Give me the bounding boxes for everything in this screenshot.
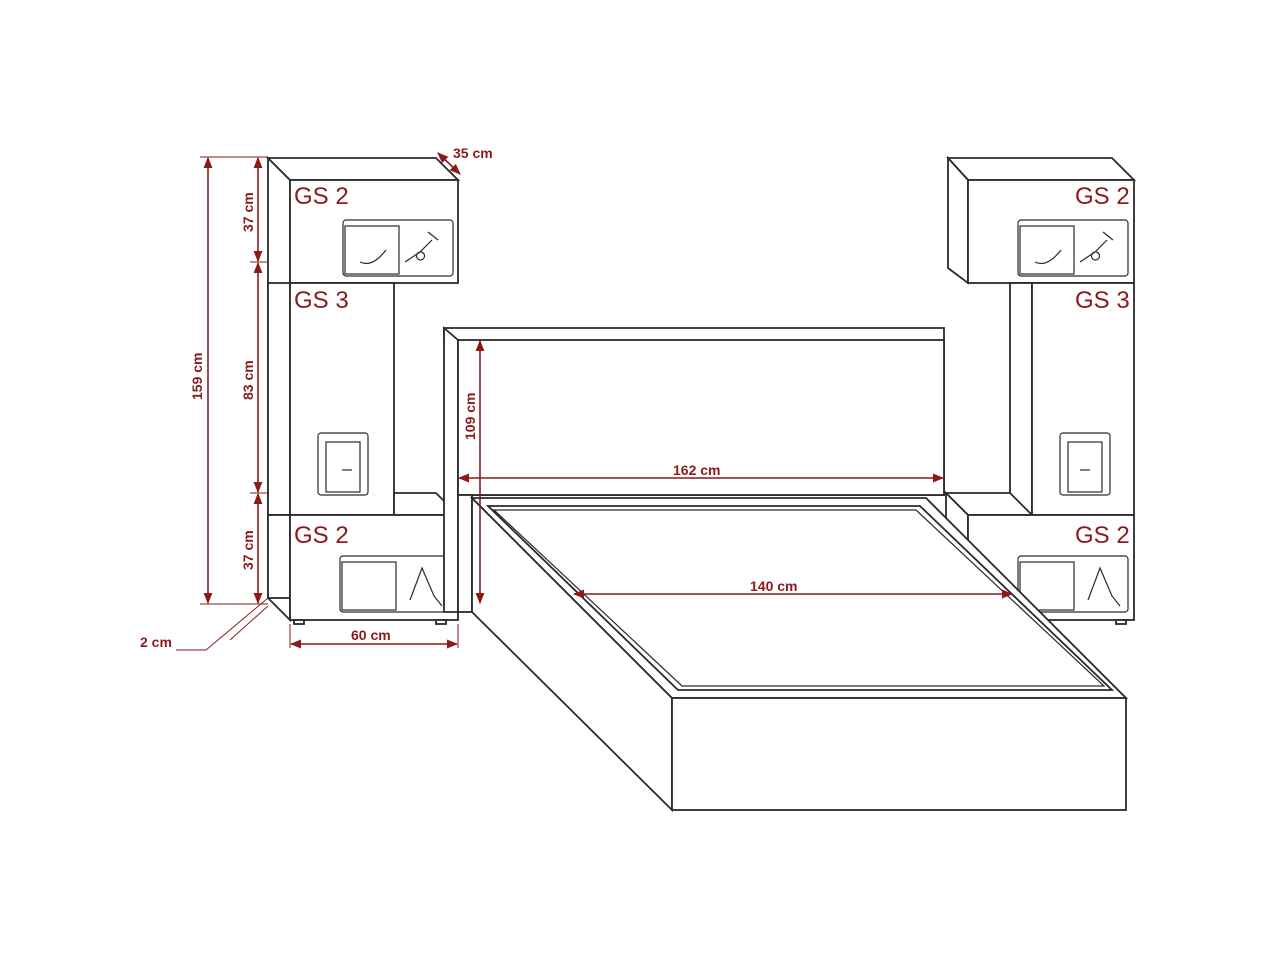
mattress-inner-edge	[492, 509, 1106, 687]
left-mid-cabinet	[289, 282, 395, 516]
bed-frame-front	[671, 697, 1127, 811]
right-top-cabinet-hinge-icon	[1079, 231, 1114, 263]
left-top-cabinet	[289, 179, 459, 284]
right-bottom-cabinet-hinge-icon	[1087, 566, 1121, 607]
bottom-height-dimension-text: 37 cm	[240, 530, 256, 570]
left-bottom-cabinet-side	[267, 514, 291, 599]
right-foot	[1115, 619, 1127, 625]
gap-leader-line	[176, 597, 269, 651]
right-bottom-cabinet-display	[1017, 555, 1129, 613]
width-dimension-text: 60 cm	[351, 627, 391, 643]
left-top-cabinet-drawer-icon	[344, 225, 400, 275]
gap-dimension-text: 2 cm	[140, 634, 172, 650]
left-top-cabinet-lid	[265, 157, 461, 181]
left-bottom-cabinet-hinge-icon	[409, 566, 443, 607]
left-mid-label: GS 3	[294, 287, 349, 314]
left-mid-cabinet-display	[317, 432, 369, 496]
left-mid-cabinet-door-icon	[325, 441, 361, 493]
right-top-cabinet-side	[947, 155, 969, 285]
headboard-height-dimension-text: 109 cm	[462, 393, 478, 440]
right-top-cabinet-drawer-icon	[1019, 225, 1075, 275]
right-top-cabinet-display	[1017, 219, 1129, 277]
headboard	[457, 339, 945, 496]
top-height-dimension-text: 37 cm	[240, 192, 256, 232]
right-top-cabinet-lid	[945, 157, 1137, 181]
right-mid-cabinet-display	[1059, 432, 1111, 496]
right-mid-cabinet	[1031, 282, 1135, 516]
right-mid-cabinet-side	[1009, 282, 1033, 516]
mid-height-dimension-text: 83 cm	[240, 360, 256, 400]
left-cabinet-set: GS 2 GS 3 GS 2	[265, 155, 461, 625]
right-top-cabinet-handle-icon	[1034, 249, 1062, 265]
left-top-cabinet-handle-icon	[359, 249, 387, 265]
right-bottom-cabinet-drawer-icon	[1019, 561, 1075, 611]
gap-leader-line	[229, 605, 269, 641]
mattress-width-dimension-text: 140 cm	[750, 578, 797, 594]
left-foot	[435, 619, 447, 625]
right-top-cabinet	[967, 179, 1135, 284]
depth-dimension-line	[437, 152, 461, 175]
headboard-leg	[457, 494, 473, 613]
left-foot	[293, 619, 305, 625]
dimension-lines: 35 cm 159 cm 37 cm 83 cm 37 cm 2 cm 60 c…	[140, 145, 1014, 651]
left-top-label: GS 2	[294, 183, 349, 210]
left-bottom-cabinet-drawer-icon	[341, 561, 397, 611]
left-bottom-label: GS 2	[294, 522, 349, 549]
total-height-dimension-text: 159 cm	[189, 353, 205, 400]
right-mid-cabinet-door-icon	[1067, 441, 1103, 493]
left-top-cabinet-display	[342, 219, 454, 277]
right-bottom-label: GS 2	[1075, 522, 1130, 549]
headboard-side	[443, 326, 459, 613]
depth-dimension-text: 35 cm	[453, 145, 493, 161]
right-top-label: GS 2	[1075, 183, 1130, 210]
headboard-width-dimension-text: 162 cm	[673, 462, 720, 478]
right-mid-label: GS 3	[1075, 287, 1130, 314]
left-mid-cabinet-side	[267, 282, 291, 516]
left-top-cabinet-hinge-icon	[404, 231, 439, 263]
